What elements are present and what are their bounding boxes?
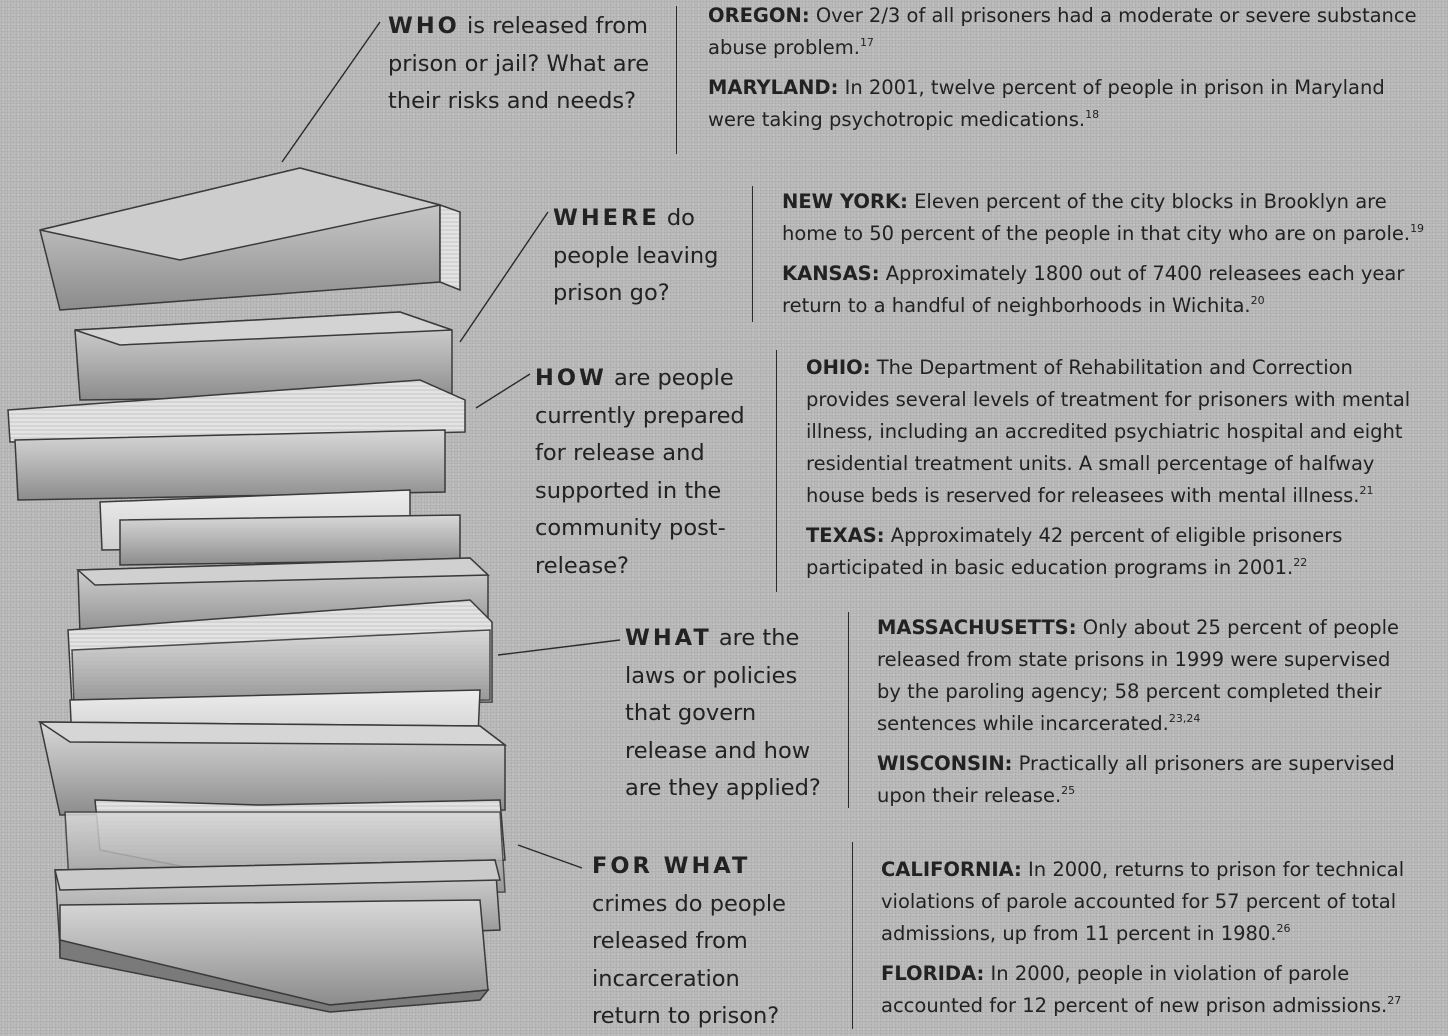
footnote-ref: 26 — [1276, 922, 1291, 935]
facts-who: OREGON: Over 2/3 of all prisoners had a … — [708, 0, 1438, 144]
facts-where: NEW YORK: Eleven percent of the city blo… — [782, 186, 1442, 330]
divider-where — [752, 186, 753, 322]
fact-text: Over 2/3 of all prisoners had a moderate… — [708, 4, 1417, 59]
question-for-what: FOR WHAT crimes do people released from … — [592, 848, 797, 1036]
footnote-ref: 23,24 — [1168, 712, 1201, 725]
footnote-ref: 19 — [1410, 222, 1425, 235]
keyword-who: WHO — [388, 13, 460, 39]
fact-texas: TEXAS: Approximately 42 percent of eligi… — [806, 520, 1436, 584]
footnote-ref: 27 — [1387, 994, 1402, 1007]
facts-for-what: CALIFORNIA: In 2000, returns to prison f… — [881, 854, 1436, 1030]
state-label: KANSAS: — [782, 262, 880, 285]
facts-how: OHIO: The Department of Rehabilitation a… — [806, 352, 1436, 592]
fact-text: Only about 25 percent of people released… — [877, 616, 1400, 735]
footnote-ref: 18 — [1085, 108, 1100, 121]
question-text: is released from prison or jail? What ar… — [388, 13, 650, 114]
fact-wisconsin: WISCONSIN: Practically all prisoners are… — [877, 748, 1417, 812]
footnote-ref: 20 — [1250, 294, 1265, 307]
divider-for-what — [852, 842, 853, 1029]
state-label: MARYLAND: — [708, 76, 839, 99]
state-label: MASSACHUSETTS: — [877, 616, 1077, 639]
state-label: OREGON: — [708, 4, 810, 27]
fact-california: CALIFORNIA: In 2000, returns to prison f… — [881, 854, 1436, 950]
fact-florida: FLORIDA: In 2000, people in violation of… — [881, 958, 1436, 1022]
footnote-ref: 21 — [1359, 484, 1374, 497]
fact-kansas: KANSAS: Approximately 1800 out of 7400 r… — [782, 258, 1442, 322]
divider-who — [676, 6, 677, 154]
fact-massachusetts: MASSACHUSETTS: Only about 25 percent of … — [877, 612, 1417, 740]
question-who: WHO is released from prison or jail? Wha… — [388, 8, 658, 121]
state-label: FLORIDA: — [881, 962, 985, 985]
state-label: OHIO: — [806, 356, 871, 379]
question-text: are people currently prepared for releas… — [535, 365, 745, 579]
fact-text: Practically all prisoners are supervised… — [877, 752, 1395, 807]
state-label: WISCONSIN: — [877, 752, 1013, 775]
question-what: WHAT are the laws or policies that gover… — [625, 620, 835, 808]
question-where: WHERE do people leaving prison go? — [553, 200, 738, 313]
keyword-what: WHAT — [625, 625, 712, 651]
divider-how — [776, 350, 777, 592]
keyword-for-what: FOR WHAT — [592, 853, 751, 879]
fact-maryland: MARYLAND: In 2001, twelve percent of peo… — [708, 72, 1438, 136]
footnote-ref: 25 — [1061, 784, 1076, 797]
fact-text: In 2001, twelve percent of people in pri… — [708, 76, 1385, 131]
state-label: CALIFORNIA: — [881, 858, 1022, 881]
question-text: are the laws or policies that govern rel… — [625, 625, 821, 801]
fact-text: In 2000, people in violation of parole a… — [881, 962, 1388, 1017]
fact-text: Approximately 1800 out of 7400 releasees… — [782, 262, 1405, 317]
facts-what: MASSACHUSETTS: Only about 25 percent of … — [877, 612, 1417, 820]
fact-new-york: NEW YORK: Eleven percent of the city blo… — [782, 186, 1442, 250]
state-label: TEXAS: — [806, 524, 885, 547]
keyword-where: WHERE — [553, 205, 660, 231]
fact-text: In 2000, returns to prison for technical… — [881, 858, 1405, 945]
fact-ohio: OHIO: The Department of Rehabilitation a… — [806, 352, 1436, 512]
keyword-how: HOW — [535, 365, 607, 391]
fact-oregon: OREGON: Over 2/3 of all prisoners had a … — [708, 0, 1438, 64]
fact-text: The Department of Rehabilitation and Cor… — [806, 356, 1411, 507]
book-stack-illustration — [7, 167, 508, 1013]
question-how: HOW are people currently prepared for re… — [535, 360, 755, 585]
footnote-ref: 22 — [1293, 556, 1308, 569]
fact-text: Eleven percent of the city blocks in Bro… — [782, 190, 1411, 245]
question-text: do people leaving prison go? — [553, 205, 719, 306]
footnote-ref: 17 — [859, 36, 874, 49]
question-text: crimes do people released from incarcera… — [592, 890, 786, 1030]
state-label: NEW YORK: — [782, 190, 908, 213]
divider-what — [848, 612, 849, 808]
fact-text: Approximately 42 percent of eligible pri… — [806, 524, 1343, 579]
